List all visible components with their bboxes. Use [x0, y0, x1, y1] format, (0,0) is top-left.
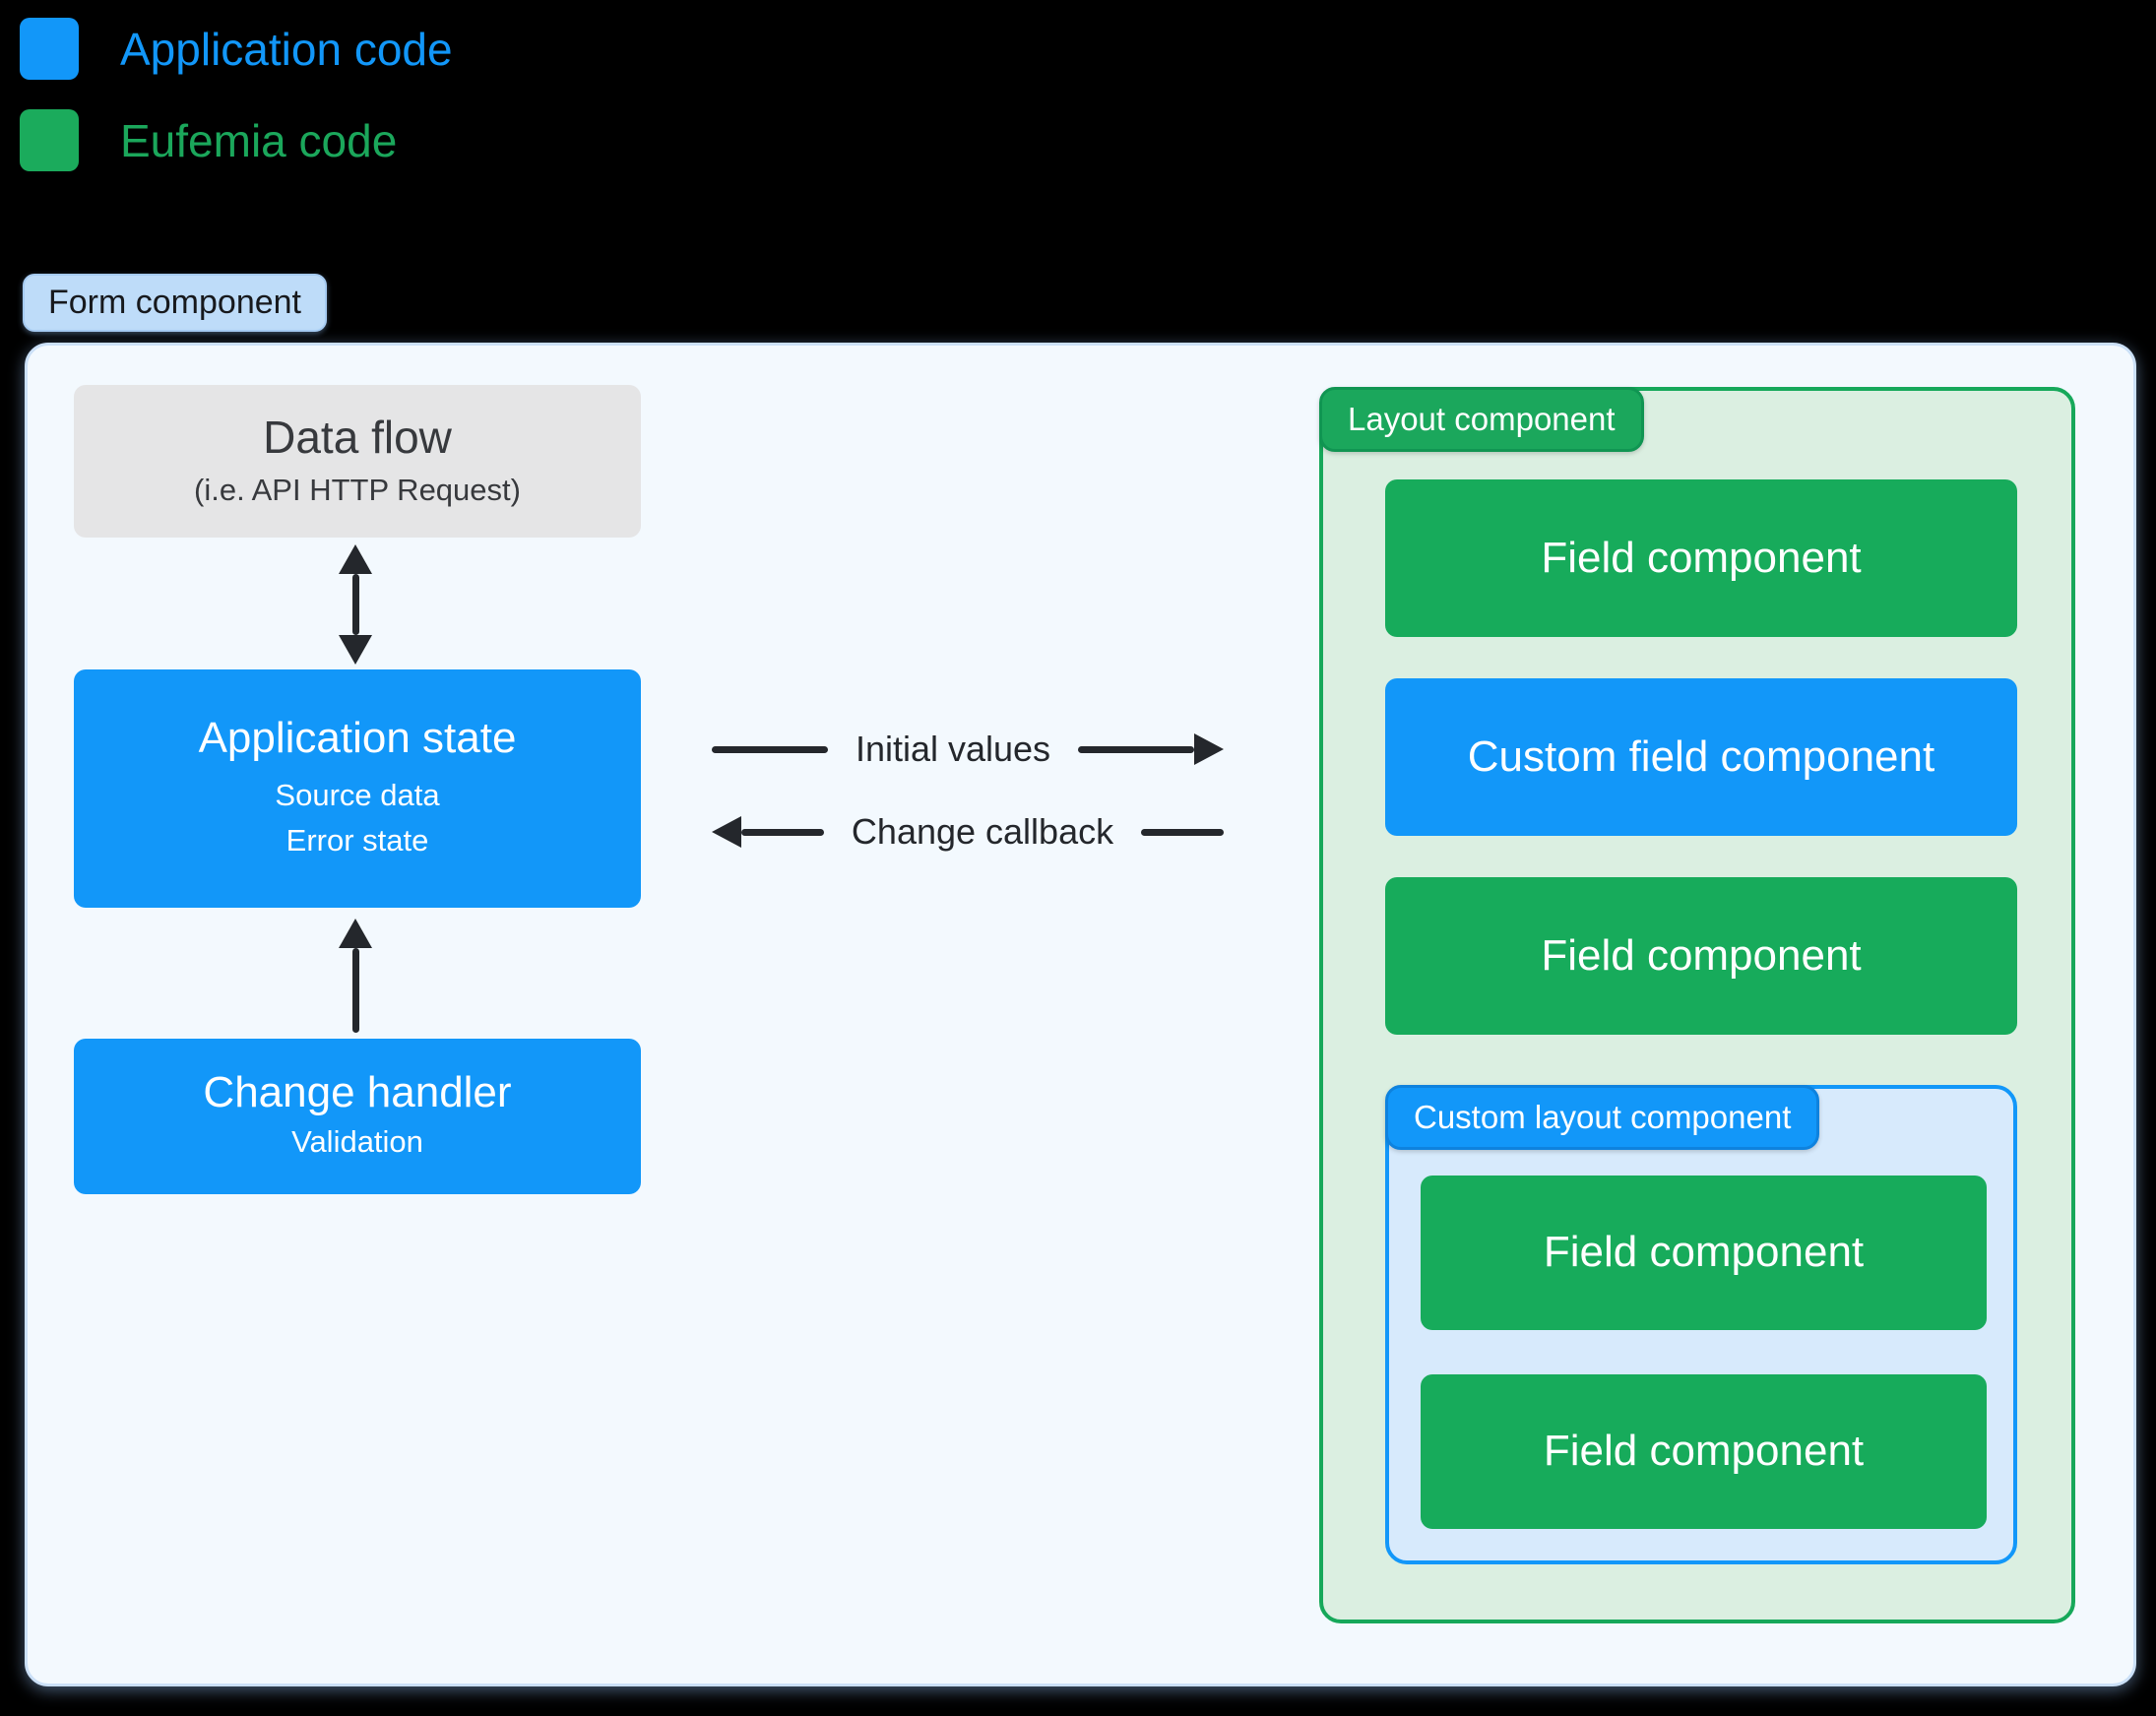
- application-state-line-source-data: Source data: [275, 777, 440, 812]
- data-flow-double-arrow-icon: [338, 544, 373, 665]
- field-component-box: Field component: [1421, 1176, 1987, 1330]
- initial-values-arrow: Initial values: [712, 729, 1225, 769]
- form-component-badge: Form component: [23, 274, 327, 332]
- application-state-box: Application state Source data Error stat…: [74, 669, 641, 908]
- layout-component-badge: Layout component: [1319, 387, 1644, 452]
- field-component-box: Field component: [1421, 1374, 1987, 1529]
- change-callback-label: Change callback: [851, 811, 1114, 852]
- arrow-shaft: [1141, 828, 1225, 836]
- custom-field-component-box: Custom field component: [1385, 678, 2017, 836]
- custom-layout-component-badge: Custom layout component: [1385, 1085, 1820, 1150]
- legend-label-application-code: Application code: [120, 23, 453, 75]
- arrow-down-head-icon: [339, 635, 372, 665]
- field-component-label: Field component: [1541, 533, 1862, 582]
- application-state-title: Application state: [198, 714, 517, 763]
- form-component-container: Data flow (i.e. API HTTP Request) Applic…: [25, 343, 2136, 1686]
- arrow-up-head-icon: [339, 919, 372, 948]
- arrow-shaft: [712, 745, 828, 753]
- custom-layout-component-container: Custom layout component Field component …: [1385, 1085, 2017, 1564]
- arrow-right-head-icon: [1194, 733, 1225, 765]
- arrow-shaft: [741, 828, 824, 836]
- change-handler-title: Change handler: [203, 1068, 512, 1117]
- field-component-label: Field component: [1541, 930, 1862, 980]
- arrow-shaft: [1078, 745, 1195, 753]
- application-state-line-error-state: Error state: [285, 823, 429, 858]
- field-component-label: Field component: [1543, 1228, 1865, 1277]
- initial-values-label: Initial values: [855, 729, 1051, 769]
- field-component-box: Field component: [1385, 877, 2017, 1035]
- change-handler-line-validation: Validation: [291, 1124, 423, 1160]
- arrow-shaft: [351, 948, 359, 1033]
- legend-label-eufemia-code: Eufemia code: [120, 114, 398, 166]
- application-code-swatch-icon: [20, 18, 79, 80]
- arrow-up-head-icon: [339, 544, 372, 574]
- legend: Application code Eufemia code: [20, 18, 453, 171]
- eufemia-code-swatch-icon: [20, 109, 79, 171]
- layout-component-container: Layout component Field component Custom …: [1319, 387, 2075, 1623]
- custom-field-component-label: Custom field component: [1467, 731, 1935, 781]
- change-handler-up-arrow-icon: [338, 919, 373, 1033]
- data-flow-title: Data flow: [263, 412, 452, 464]
- data-flow-subtitle: (i.e. API HTTP Request): [194, 473, 521, 508]
- field-component-box: Field component: [1385, 479, 2017, 637]
- change-callback-arrow: Change callback: [712, 811, 1225, 852]
- legend-item-eufemia-code: Eufemia code: [20, 109, 453, 171]
- field-component-label: Field component: [1543, 1427, 1865, 1476]
- arrow-shaft: [351, 574, 359, 635]
- data-flow-box: Data flow (i.e. API HTTP Request): [74, 385, 641, 538]
- legend-item-application-code: Application code: [20, 18, 453, 80]
- change-handler-box: Change handler Validation: [74, 1039, 641, 1194]
- arrow-left-head-icon: [712, 816, 741, 848]
